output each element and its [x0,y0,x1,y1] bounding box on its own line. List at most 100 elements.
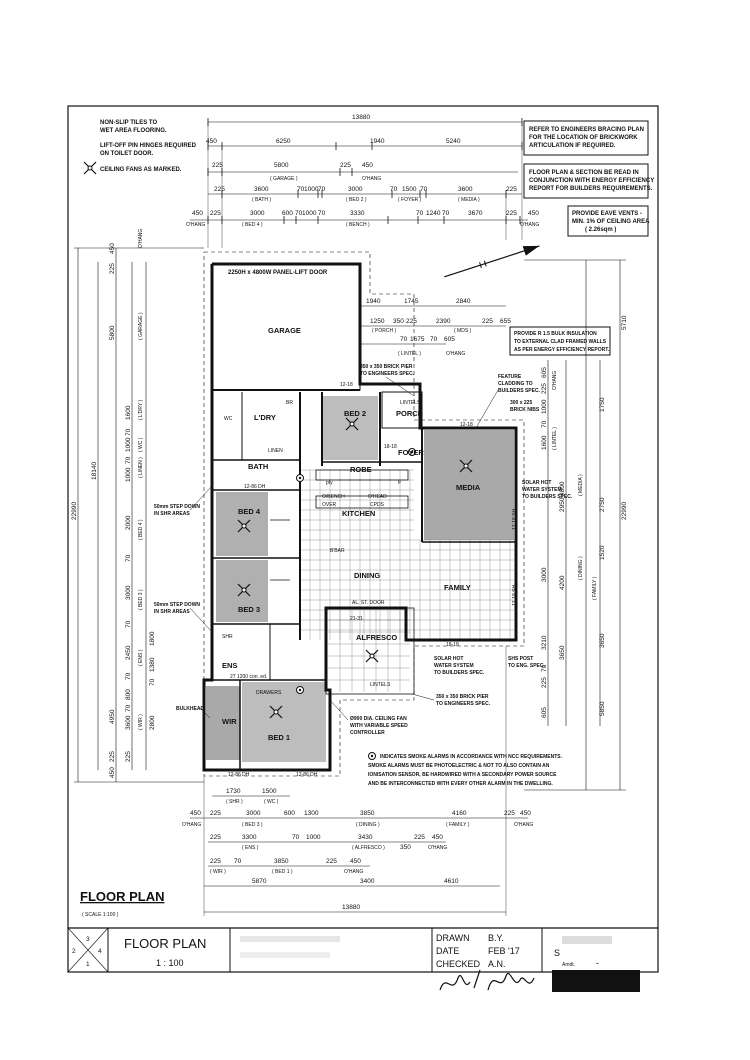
room-bed3: BED 3 [238,605,260,614]
svg-text:1000: 1000 [304,186,319,193]
scale-caption: ( SCALE 1:100 ) [82,912,119,918]
svg-text:655: 655 [500,318,511,325]
svg-text:70: 70 [125,620,132,628]
svg-text:1600: 1600 [541,435,548,450]
svg-text:4950: 4950 [109,709,116,724]
tile-grid [300,469,514,640]
svg-text:300 x 225: 300 x 225 [510,400,532,406]
top-dimensions [190,118,528,224]
svg-text:IN SHR AREAS: IN SHR AREAS [154,609,190,615]
svg-text:2840: 2840 [456,298,471,305]
svg-text:FOR THE LOCATION OF BRICKWORK: FOR THE LOCATION OF BRICKWORK [529,135,638,141]
svg-text:225: 225 [210,834,221,841]
svg-text:1600: 1600 [125,405,132,420]
svg-text:3600: 3600 [458,186,473,193]
room-bed2: BED 2 [344,409,366,418]
svg-text:70: 70 [442,210,450,217]
svg-text:AL. ST. DOOR: AL. ST. DOOR [352,600,385,606]
note-smoke-alarms: INDICATES SMOKE ALARMS IN ACCORDANCE WIT… [368,752,563,787]
signature-mark [439,969,481,991]
svg-text:( 2.26sqm ): ( 2.26sqm ) [585,227,616,233]
svg-text:5240: 5240 [446,138,461,145]
svg-text:225: 225 [109,751,116,762]
svg-text:12-86 DH: 12-86 DH [228,772,250,778]
svg-text:225: 225 [326,858,337,865]
svg-text:REFER TO ENGINEERS BRACING PLA: REFER TO ENGINEERS BRACING PLAN [529,127,644,133]
svg-text:70: 70 [430,336,438,343]
svg-text:Amdt.: Amdt. [562,962,575,968]
svg-text:SHS POST: SHS POST [508,656,533,662]
svg-text:( BED 3 ): ( BED 3 ) [242,822,263,828]
svg-text:WITH VARIABLE SPEED: WITH VARIABLE SPEED [350,723,408,729]
svg-text:22990: 22990 [621,502,628,520]
svg-text:( BED 3 ): ( BED 3 ) [138,589,144,610]
svg-text:3000: 3000 [541,567,548,582]
svg-text:18-18: 18-18 [446,642,459,648]
svg-text:BUILDERS SPEC.: BUILDERS SPEC. [498,388,541,394]
svg-text:3330: 3330 [350,210,365,217]
svg-text:MIN. 1% OF CEILING AREA: MIN. 1% OF CEILING AREA [572,219,650,225]
svg-text:PROVIDE EAVE VENTS -: PROVIDE EAVE VENTS - [572,211,642,217]
svg-text:CONJUNCTION WITH ENERGY EFFICI: CONJUNCTION WITH ENERGY EFFICIENCY [529,178,654,184]
ceiling-fan-icon [269,705,283,719]
svg-text:3600: 3600 [254,186,269,193]
svg-text:TO EXTERNAL CLAD FRAMED WALLS: TO EXTERNAL CLAD FRAMED WALLS [514,339,607,345]
svg-text:B.Y.: B.Y. [488,933,504,943]
svg-text:50mm STEP DOWN: 50mm STEP DOWN [154,504,200,510]
svg-text:2750: 2750 [599,497,606,512]
svg-text:70: 70 [125,672,132,680]
note-line: NON-SLIP TILES TO [100,120,157,126]
svg-text:( FAMILY ): ( FAMILY ) [446,822,470,828]
svg-text:225: 225 [482,318,493,325]
svg-text:2950: 2950 [559,497,566,512]
svg-text:( GARAGE ): ( GARAGE ) [270,176,298,182]
svg-text:( LINEN ): ( LINEN ) [138,457,144,478]
svg-text:1500: 1500 [402,186,417,193]
svg-text:605: 605 [541,367,548,378]
svg-text:50mm STEP DOWN: 50mm STEP DOWN [154,602,200,608]
svg-text:( BED 4 ): ( BED 4 ) [138,519,144,540]
svg-text:1730: 1730 [226,788,241,795]
svg-text:Ø900 DIA. CEILING FAN: Ø900 DIA. CEILING FAN [350,716,407,722]
sheet-border [67,105,659,973]
room-shr: SHR [222,634,233,640]
wir-shade [206,686,240,760]
room-linen: LINEN [268,448,283,454]
svg-text:70: 70 [125,456,132,464]
svg-text:TO ENG. SPEC.: TO ENG. SPEC. [508,663,545,669]
svg-text:O'HANG: O'HANG [446,351,465,357]
svg-text:TO ENGINEERS SPEC.: TO ENGINEERS SPEC. [436,701,491,707]
room-bbar: B'BAR [330,548,345,554]
svg-text:225: 225 [210,810,221,817]
svg-text:225: 225 [414,834,425,841]
svg-text:( LINTEL ): ( LINTEL ) [552,427,558,450]
room-robe: ROBE [350,465,372,474]
svg-text:O'HANG: O'HANG [138,229,144,248]
svg-text:450: 450 [432,834,443,841]
svg-text:225: 225 [210,858,221,865]
svg-text:70: 70 [295,210,303,217]
svg-text:3850: 3850 [274,858,289,865]
svg-text:S: S [554,948,560,958]
svg-text:O'HANG: O'HANG [428,845,447,851]
svg-text:450: 450 [520,810,531,817]
svg-text:3650: 3650 [559,645,566,660]
svg-text:21-31: 21-31 [350,616,363,622]
bed2-shade [322,396,378,460]
north-arrow-icon [444,245,540,278]
svg-text:225: 225 [340,162,351,169]
svg-text:DRAWN: DRAWN [436,933,470,943]
room-foyer: FOYER [398,448,424,457]
room-porch: PORCH [396,409,423,418]
svg-text:O'HANG: O'HANG [520,222,539,228]
svg-text:1800: 1800 [149,631,156,646]
note-line: WET AREA FLOORING. [100,128,167,134]
svg-text:5800: 5800 [109,325,116,340]
svg-text:70: 70 [125,554,132,562]
svg-text:225: 225 [214,186,225,193]
svg-text:1000: 1000 [125,467,132,482]
svg-text:( ENS ): ( ENS ) [138,649,144,666]
svg-text:( WC ): ( WC ) [264,799,279,805]
svg-text:1500: 1500 [262,788,277,795]
svg-text:450: 450 [528,210,539,217]
